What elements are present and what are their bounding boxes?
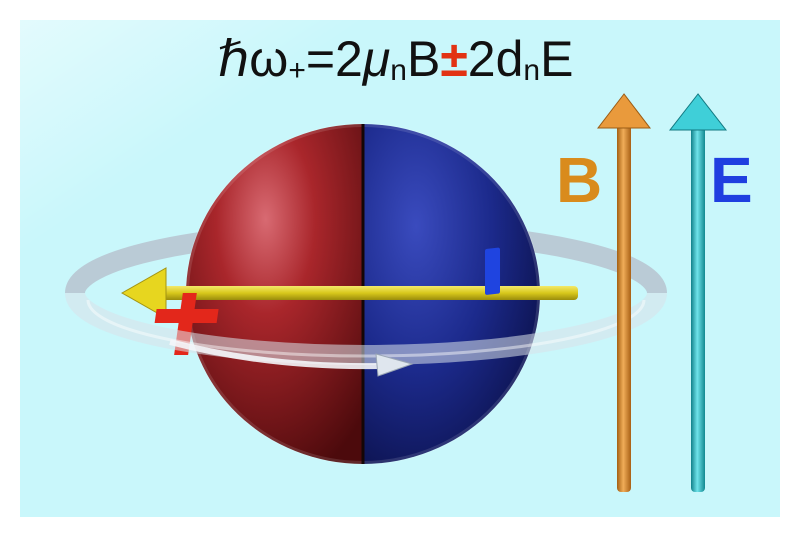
negative-charge-marker — [485, 247, 500, 295]
spin-arrow-shaft — [158, 286, 578, 300]
e-field-arrow-shaft — [691, 124, 705, 492]
e-field-label: E — [710, 148, 753, 212]
b-field-label: B — [556, 148, 602, 212]
b-field-arrow-shaft — [617, 120, 631, 492]
